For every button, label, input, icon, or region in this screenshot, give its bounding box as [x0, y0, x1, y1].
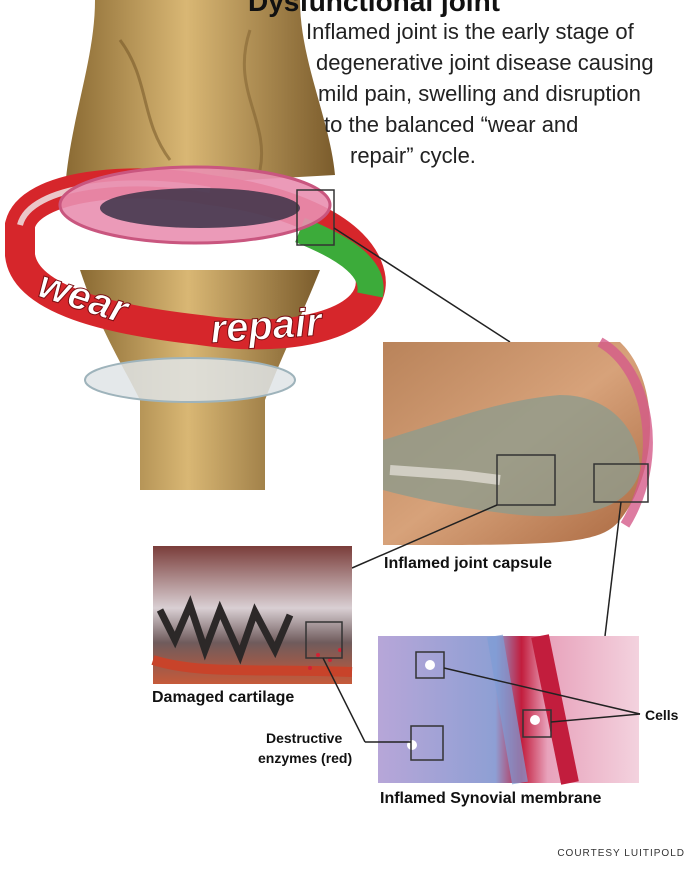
image-credit: COURTESY LUITIPOLD	[557, 848, 685, 859]
enzymes-label-line2: enzymes (red)	[258, 750, 352, 766]
joint-capsule-inset	[383, 342, 650, 545]
intro-line: to the balanced “wear and	[296, 109, 696, 140]
intro-line: repair” cycle.	[296, 140, 696, 171]
intro-line: Inflamed joint is the early stage of	[296, 16, 696, 47]
enzymes-label-line1: Destructive	[266, 730, 342, 746]
synovial-membrane-inset	[378, 636, 639, 783]
upper-bone	[65, 0, 335, 190]
damaged-cartilage-inset	[153, 546, 352, 684]
cartilage-caption: Damaged cartilage	[152, 689, 294, 707]
intro-text: Inflamed joint is the early stage of deg…	[296, 16, 696, 171]
intro-line: mild pain, swelling and disruption	[296, 78, 696, 109]
capsule-caption: Inflamed joint capsule	[384, 555, 552, 573]
repair-label: repair	[209, 300, 325, 352]
cells-label: Cells	[645, 707, 678, 723]
synovial-caption: Inflamed Synovial membrane	[380, 790, 601, 808]
inflamed-capsule-ring	[60, 167, 330, 243]
intro-line: degenerative joint disease causing	[296, 47, 696, 78]
